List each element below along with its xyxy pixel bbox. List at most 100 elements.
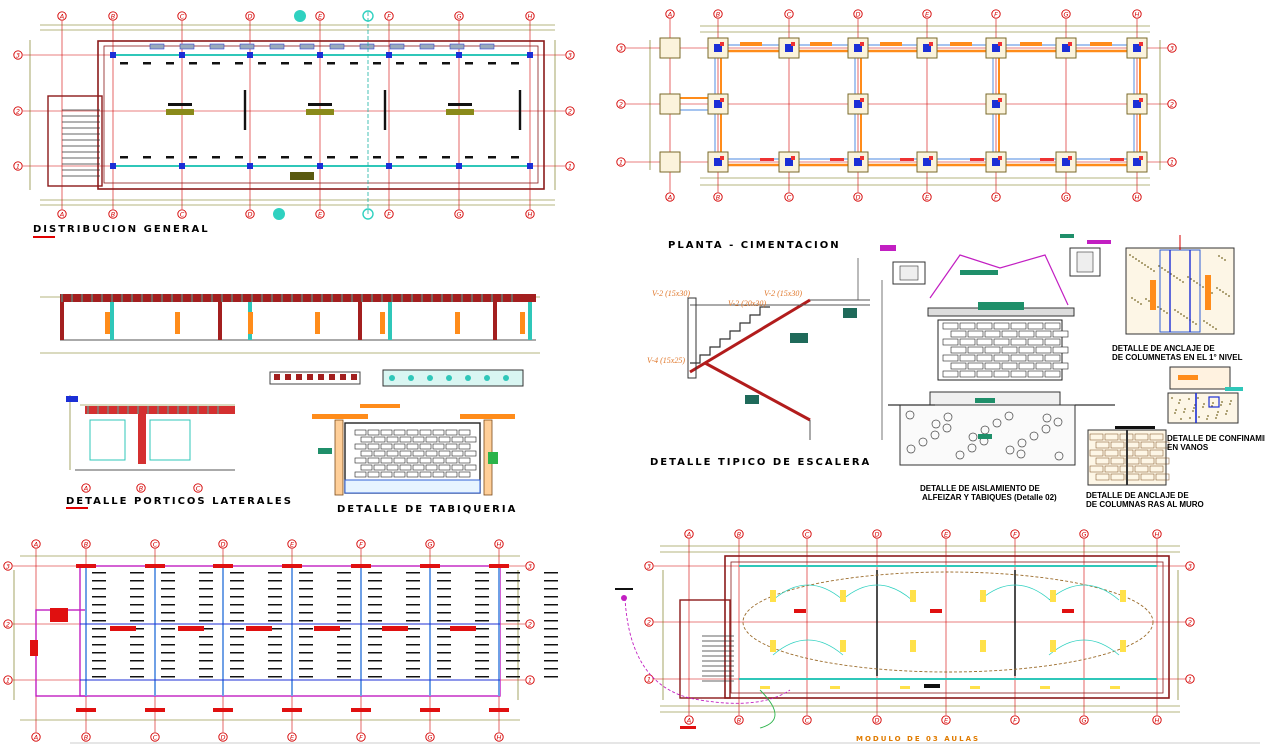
footing <box>659 93 681 115</box>
joist-bar <box>161 628 175 630</box>
joist-bar <box>230 604 244 606</box>
brick <box>373 450 386 457</box>
electrical-arc <box>979 584 1051 601</box>
axis-bubble-label: H <box>528 211 533 219</box>
brick <box>406 443 419 450</box>
detail-frame <box>1125 247 1235 335</box>
axis-bubble-bottom: B <box>734 715 744 725</box>
brick <box>1110 441 1125 449</box>
brick <box>367 471 380 478</box>
joist-bar <box>161 660 175 662</box>
axis-bubble-label: 2 <box>1170 101 1174 109</box>
room-tag <box>930 609 942 613</box>
brick <box>1110 473 1125 481</box>
note-anclaje-columnetas-line2: DE COLUMNETAS EN EL 1° NIVEL <box>1112 353 1243 362</box>
axis-bubble-label: 1 <box>568 163 572 171</box>
mortar-speck <box>1186 317 1188 319</box>
axis-bubble-left: 3 <box>3 561 13 571</box>
joist-bar <box>268 660 282 662</box>
mortar-speck <box>1219 289 1221 291</box>
mortar-speck <box>1217 411 1219 413</box>
axis-bubble-top: A <box>665 9 675 19</box>
aggregate-stone <box>1053 417 1063 427</box>
mortar-speck <box>1138 260 1140 262</box>
teacher-desk <box>166 109 194 115</box>
axis-bubble-bottom: C <box>150 732 160 742</box>
joist-bar <box>506 660 520 662</box>
joist-bar <box>406 668 420 670</box>
aggregate-stone <box>930 430 940 440</box>
axis-bubble-bottom: H <box>494 732 504 742</box>
brick <box>438 436 451 443</box>
mortar-speck <box>1203 320 1205 322</box>
rebar-section <box>307 374 313 380</box>
axis-bubble-label: D <box>220 734 225 742</box>
brick <box>464 436 477 443</box>
joist-bar <box>475 588 489 590</box>
axis-bubble-label: 2 <box>1188 619 1192 627</box>
mortar-speck <box>1141 262 1143 264</box>
beam-elevation <box>85 406 235 414</box>
rebar-section <box>351 374 357 380</box>
mortar-speck <box>1206 418 1208 420</box>
joist-bar <box>368 660 382 662</box>
student-desk <box>488 156 496 159</box>
note-anclaje-columnas-line1: DETALLE DE ANCLAJE DE <box>1086 491 1189 500</box>
axis-bubble-label: B <box>716 11 721 19</box>
joist-bar <box>475 660 489 662</box>
beam-tag <box>213 708 233 712</box>
label-tag <box>318 448 332 454</box>
axis-bubble-top: B <box>734 529 744 539</box>
label-tag <box>1060 234 1074 238</box>
joist-bar <box>199 612 213 614</box>
brick <box>1052 362 1069 370</box>
mortar-speck <box>1228 295 1230 297</box>
joist-bar <box>406 660 420 662</box>
joist-bar <box>337 580 351 582</box>
opening-marker <box>175 312 180 334</box>
mortar-speck <box>1148 300 1150 302</box>
brick <box>380 471 393 478</box>
axis-bubble-circle <box>713 192 723 202</box>
axis-bubble-top: C <box>150 539 160 549</box>
brick <box>380 443 393 450</box>
joist-bar <box>437 596 451 598</box>
joist-bar <box>130 676 144 678</box>
joist-bar <box>506 604 520 606</box>
aggregate-stone <box>943 412 953 422</box>
axis-bubble-circle <box>287 732 297 742</box>
mortar-speck <box>1222 291 1224 293</box>
brick <box>1089 465 1104 473</box>
joist-bar <box>199 652 213 654</box>
axis-bubble-label: A <box>686 717 691 725</box>
axis-bubble-label: F <box>387 211 391 219</box>
mortar-speck <box>1174 309 1176 311</box>
axis-bubble-bottom: G <box>454 209 464 219</box>
joist-bar <box>268 596 282 598</box>
axis-bubble-top: D <box>872 529 882 539</box>
light-fixture <box>900 686 910 689</box>
mortar-speck <box>1131 297 1133 299</box>
window-frame <box>89 419 126 461</box>
joist-bar <box>337 572 351 574</box>
brick <box>380 457 393 464</box>
student-desk <box>189 156 197 159</box>
axis-bubble-bottom: H <box>1132 192 1142 202</box>
axis-bubble-circle <box>218 732 228 742</box>
axis-bubble-bottom: D <box>872 715 882 725</box>
joist-bar <box>475 620 489 622</box>
joist-bar <box>337 652 351 654</box>
student-desk <box>465 156 473 159</box>
joist-bar <box>130 580 144 582</box>
detail-tag <box>790 333 808 343</box>
beam-elevation <box>60 294 536 302</box>
brick <box>959 370 976 378</box>
mortar-speck <box>1176 277 1178 279</box>
axis-bubble-top: G <box>425 539 435 549</box>
beam-tag <box>30 640 38 656</box>
mortar-speck <box>1193 407 1195 409</box>
brick <box>976 370 993 378</box>
brick <box>967 346 984 354</box>
joist-bar <box>299 636 313 638</box>
student-desk <box>488 62 496 65</box>
